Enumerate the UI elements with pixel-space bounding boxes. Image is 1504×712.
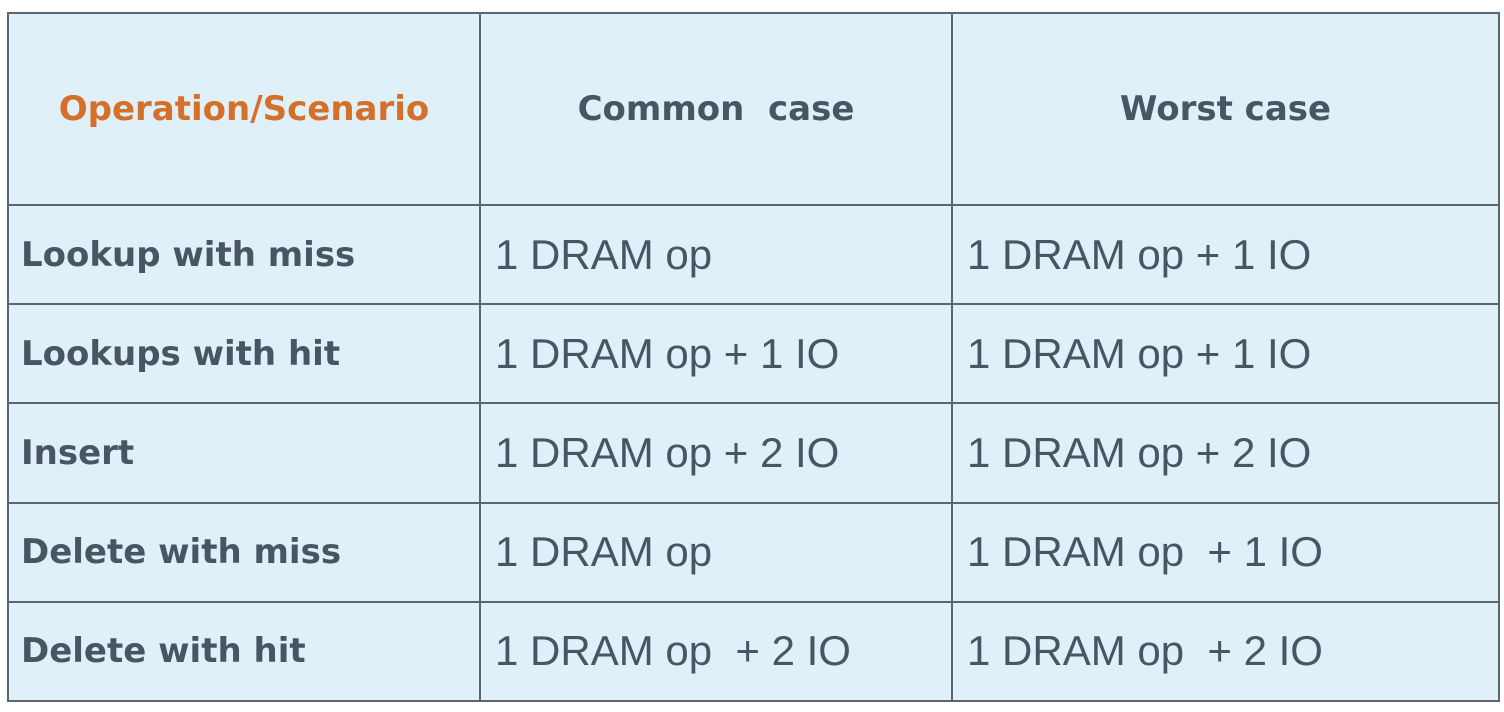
- scenario-cell: Delete with miss: [7, 501, 481, 603]
- worst-case-cell: 1 DRAM op + 1 IO: [951, 501, 1500, 603]
- table-row: Delete with hit 1 DRAM op + 2 IO 1 DRAM …: [7, 600, 1500, 703]
- operation-cost-table: Operation/Scenario Common case Worst cas…: [7, 12, 1500, 703]
- table-row: Lookups with hit 1 DRAM op + 1 IO 1 DRAM…: [7, 303, 1500, 405]
- table-header-row: Operation/Scenario Common case Worst cas…: [7, 12, 1500, 206]
- header-worst-case: Worst case: [951, 12, 1500, 206]
- scenario-cell: Delete with hit: [7, 600, 481, 703]
- header-common-case: Common case: [479, 12, 953, 206]
- common-case-cell: 1 DRAM op: [479, 501, 953, 603]
- worst-case-cell: 1 DRAM op + 2 IO: [951, 600, 1500, 703]
- scenario-cell: Insert: [7, 402, 481, 504]
- common-case-cell: 1 DRAM op + 1 IO: [479, 303, 953, 405]
- cost-table-container: Operation/Scenario Common case Worst cas…: [7, 12, 1500, 703]
- worst-case-cell: 1 DRAM op + 1 IO: [951, 203, 1500, 306]
- header-operation-scenario: Operation/Scenario: [7, 12, 481, 206]
- table-row: Insert 1 DRAM op + 2 IO 1 DRAM op + 2 IO: [7, 402, 1500, 504]
- common-case-cell: 1 DRAM op: [479, 203, 953, 306]
- table-row: Lookup with miss 1 DRAM op 1 DRAM op + 1…: [7, 203, 1500, 306]
- table-row: Delete with miss 1 DRAM op 1 DRAM op + 1…: [7, 501, 1500, 603]
- scenario-cell: Lookups with hit: [7, 303, 481, 405]
- common-case-cell: 1 DRAM op + 2 IO: [479, 402, 953, 504]
- common-case-cell: 1 DRAM op + 2 IO: [479, 600, 953, 703]
- scenario-cell: Lookup with miss: [7, 203, 481, 306]
- worst-case-cell: 1 DRAM op + 2 IO: [951, 402, 1500, 504]
- worst-case-cell: 1 DRAM op + 1 IO: [951, 303, 1500, 405]
